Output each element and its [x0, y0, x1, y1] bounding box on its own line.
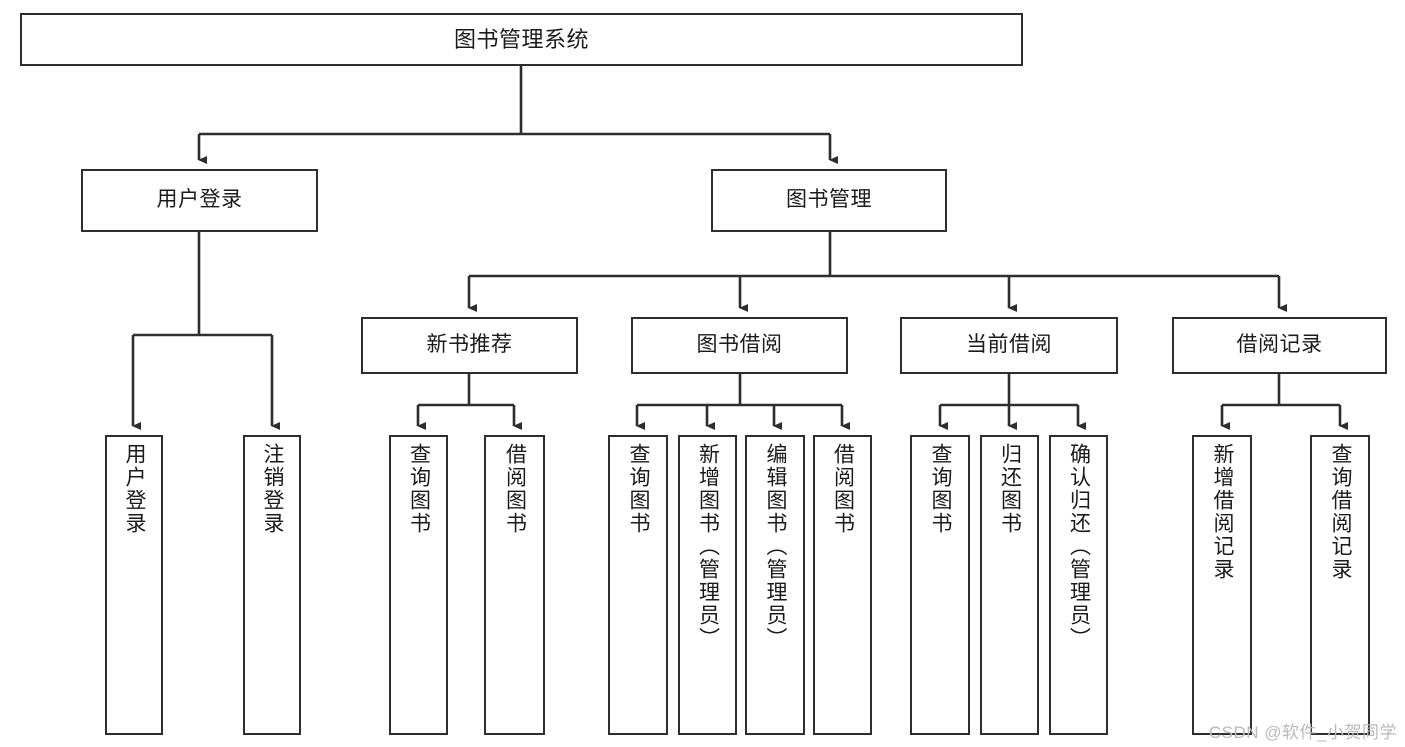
node-label: 查询图书 — [407, 443, 431, 535]
node-book-management[interactable]: 图书管理 — [711, 169, 947, 232]
leaf-current-query-book[interactable]: 查询图书 — [910, 435, 970, 735]
node-label: 图书管理 — [786, 188, 872, 212]
node-label: 当前借阅 — [966, 333, 1052, 357]
node-user-login[interactable]: 用户登录 — [81, 169, 318, 232]
leaf-logout-login[interactable]: 注销登录 — [243, 435, 301, 735]
node-label: 借阅图书 — [831, 443, 855, 535]
node-book-borrow[interactable]: 图书借阅 — [631, 317, 848, 374]
csdn-watermark: CSDN @软件_小贺同学 — [1208, 723, 1397, 742]
node-label: 借阅记录 — [1236, 333, 1323, 357]
node-label: 新书推荐 — [426, 333, 513, 357]
leaf-current-return-book[interactable]: 归还图书 — [980, 435, 1039, 735]
node-label: 新增借阅记录 — [1211, 443, 1235, 581]
node-label: 借阅图书 — [503, 443, 527, 535]
node-current-borrow[interactable]: 当前借阅 — [900, 317, 1118, 374]
leaf-borrow-edit-book-admin[interactable]: 编辑图书（管理员） — [745, 435, 805, 735]
leaf-borrow-query-book[interactable]: 查询图书 — [608, 435, 668, 735]
node-label: 编辑图书（管理员） — [764, 443, 788, 650]
node-label: 新增图书（管理员） — [696, 443, 720, 650]
leaf-recommend-borrow-book[interactable]: 借阅图书 — [484, 435, 545, 735]
leaf-user-login[interactable]: 用户登录 — [105, 435, 163, 735]
leaf-borrow-add-book-admin[interactable]: 新增图书（管理员） — [678, 435, 737, 735]
node-label: 查询图书 — [627, 443, 651, 535]
node-label: 归还图书 — [998, 443, 1022, 535]
node-label: 确认归还（管理员） — [1067, 443, 1091, 650]
node-root-system[interactable]: 图书管理系统 — [20, 13, 1023, 66]
node-label: 注销登录 — [261, 443, 285, 535]
leaf-current-confirm-return-admin[interactable]: 确认归还（管理员） — [1049, 435, 1108, 735]
node-label: 图书管理系统 — [453, 26, 589, 52]
node-label: 图书借阅 — [696, 333, 783, 357]
node-label: 查询借阅记录 — [1329, 443, 1353, 581]
node-label: 用户登录 — [123, 443, 147, 535]
leaf-borrow-borrow-book[interactable]: 借阅图书 — [813, 435, 872, 735]
node-new-book-recommend[interactable]: 新书推荐 — [361, 317, 578, 374]
node-borrow-record[interactable]: 借阅记录 — [1172, 317, 1387, 374]
leaf-record-query-borrow-record[interactable]: 查询借阅记录 — [1310, 435, 1370, 735]
node-label: 查询图书 — [929, 443, 953, 535]
node-label: 用户登录 — [156, 188, 243, 212]
leaf-record-add-borrow-record[interactable]: 新增借阅记录 — [1192, 435, 1252, 735]
leaf-recommend-query-book[interactable]: 查询图书 — [389, 435, 448, 735]
